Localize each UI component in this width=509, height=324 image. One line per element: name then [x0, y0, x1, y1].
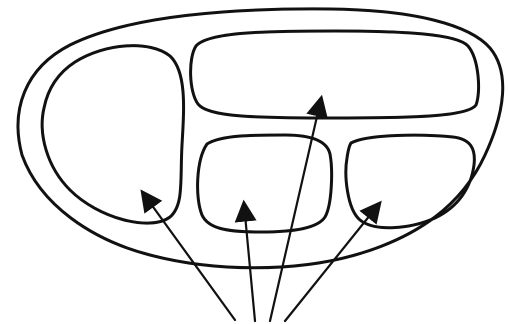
- arrow-top-compartment: [270, 99, 321, 321]
- top-right-compartment: [191, 31, 479, 118]
- outer-oval: [18, 9, 503, 268]
- right-compartment: [346, 135, 474, 228]
- left-compartment: [42, 46, 183, 223]
- center-compartment: [198, 135, 332, 232]
- arrow-center-compartment: [244, 204, 255, 321]
- arrow-right-compartment: [285, 204, 379, 321]
